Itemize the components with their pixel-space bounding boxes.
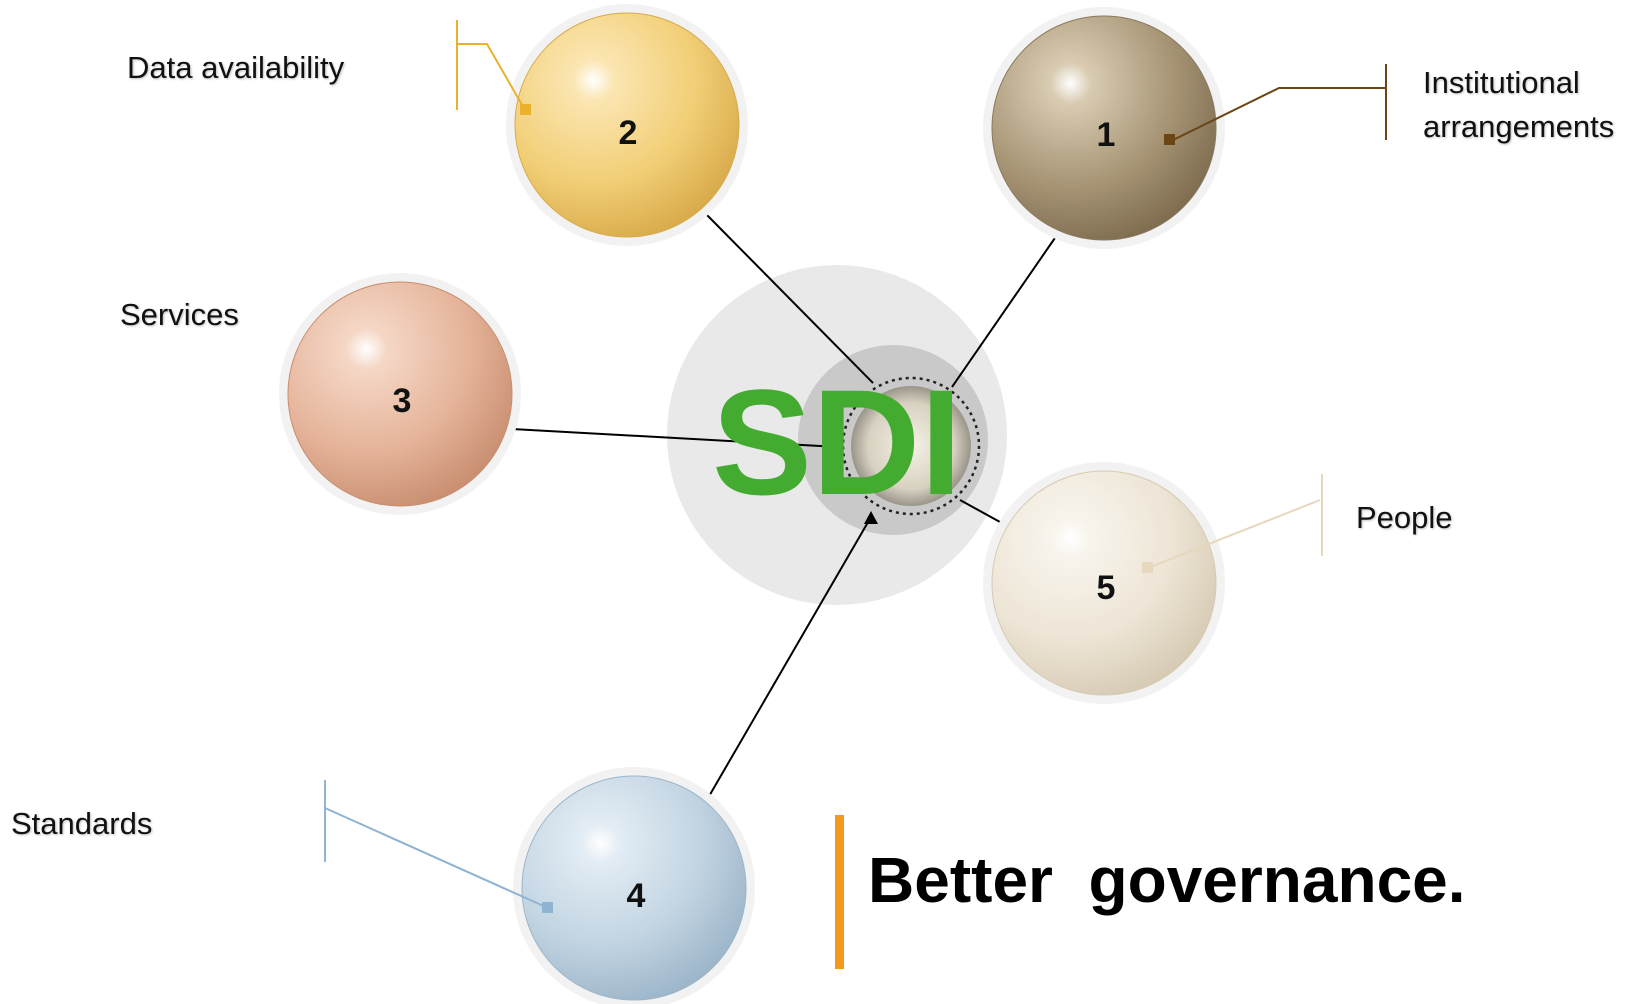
tagline-accent-bar [835, 815, 844, 969]
hub-dotted-ring [841, 376, 981, 516]
connectors [511, 212, 1058, 799]
node-5-sphere [991, 470, 1217, 696]
node-4-sphere [521, 775, 747, 1001]
node-4-label: Standards [11, 806, 152, 841]
node-5-leader-dot [1142, 562, 1153, 573]
node-1-label: Institutional arrangements [1423, 65, 1614, 144]
center-label: SDI [712, 358, 962, 526]
tagline-text: Better governance. [868, 844, 1466, 916]
node-2-leader-dot [520, 104, 531, 115]
node-3-sphere [287, 281, 513, 507]
connector-node-1 [951, 234, 1058, 388]
tagline: Better governance. [835, 815, 1466, 969]
node-2-leader [457, 43, 526, 111]
node-4-leader [324, 807, 549, 909]
center-hub [667, 265, 1007, 605]
node-3-number: 3 [393, 382, 412, 420]
connector-node-4 [707, 516, 872, 799]
node-1-leader-dot [1164, 134, 1175, 145]
node-5-leader [1147, 499, 1321, 569]
node-3: 3 Services [120, 273, 521, 515]
node-1-sphere [991, 15, 1217, 241]
node-4-leader-dot [542, 902, 553, 913]
node-2-sphere [514, 12, 740, 238]
node-1-number: 1 [1097, 116, 1116, 154]
node-1-leader [1170, 87, 1386, 142]
connector-node-3 [511, 428, 839, 448]
node-2-label: Data availability [127, 50, 345, 85]
node-2-number: 2 [619, 114, 638, 152]
node-1-label-line-1: Institutional [1423, 65, 1580, 100]
connector-node-2 [704, 212, 874, 384]
node-3-label: Services [120, 297, 239, 332]
node-1: 1 Institutional arrangements [983, 7, 1614, 249]
node-5: 5 People [983, 462, 1453, 704]
node-5-number: 5 [1097, 569, 1116, 607]
connector-arrowhead [864, 511, 878, 524]
node-2: 2 Data availability [127, 4, 748, 246]
node-5-label: People [1356, 500, 1453, 535]
node-4: 4 Standards [11, 767, 755, 1004]
node-4-number: 4 [627, 877, 646, 915]
connector-node-5 [959, 499, 1001, 523]
hub-core-sphere [851, 386, 971, 506]
node-1-label-line-2: arrangements [1423, 109, 1614, 144]
